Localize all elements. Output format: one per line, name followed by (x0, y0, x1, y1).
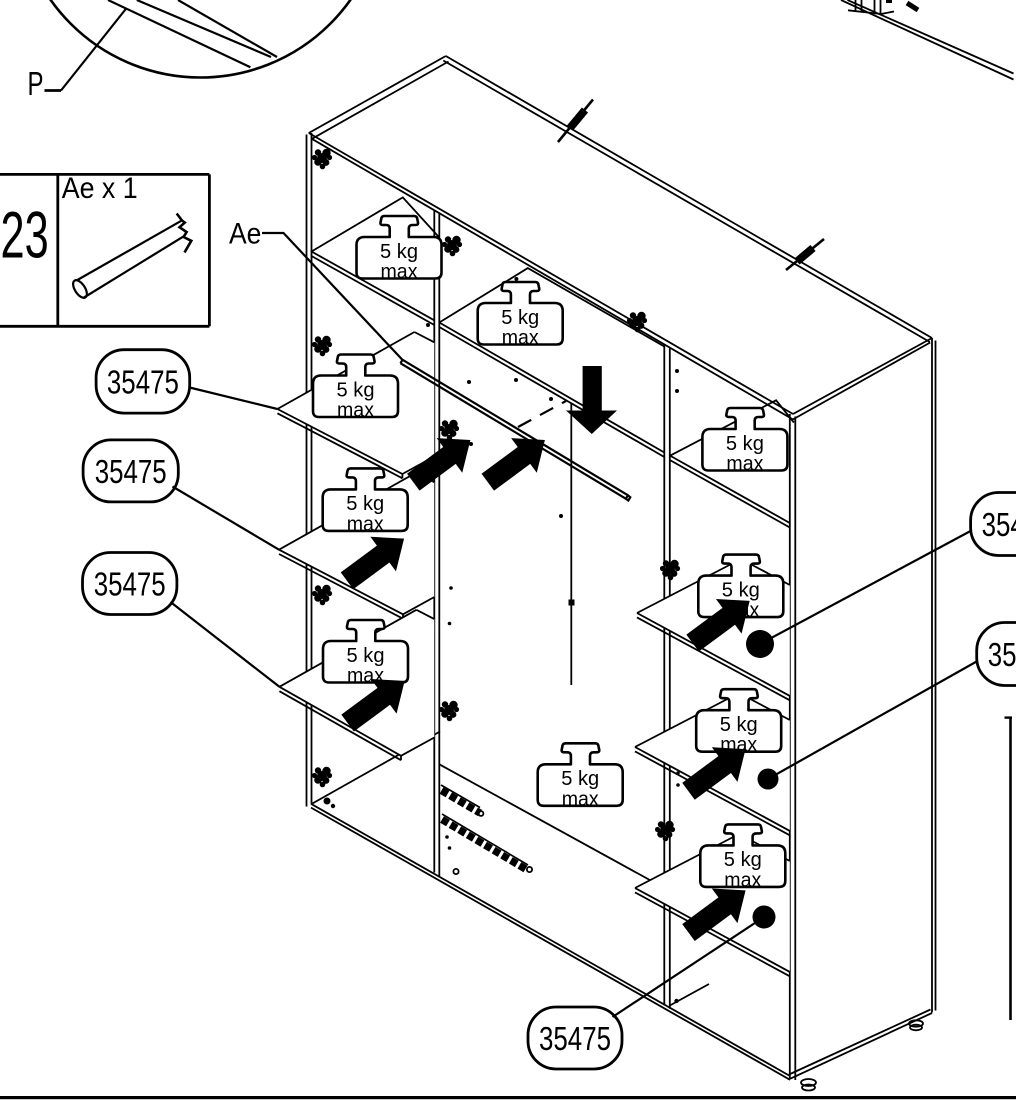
svg-text:Ae: Ae (229, 218, 261, 251)
svg-text:35475: 35475 (988, 636, 1016, 673)
svg-text:23: 23 (1, 198, 49, 272)
svg-text:P: P (28, 65, 44, 102)
svg-text:35475: 35475 (107, 363, 179, 400)
svg-text:35475: 35475 (539, 1020, 611, 1057)
svg-text:35475: 35475 (982, 506, 1016, 543)
svg-text:35475: 35475 (94, 565, 166, 602)
svg-text:35475: 35475 (95, 453, 167, 490)
svg-text:Ae x 1: Ae x 1 (62, 172, 138, 205)
